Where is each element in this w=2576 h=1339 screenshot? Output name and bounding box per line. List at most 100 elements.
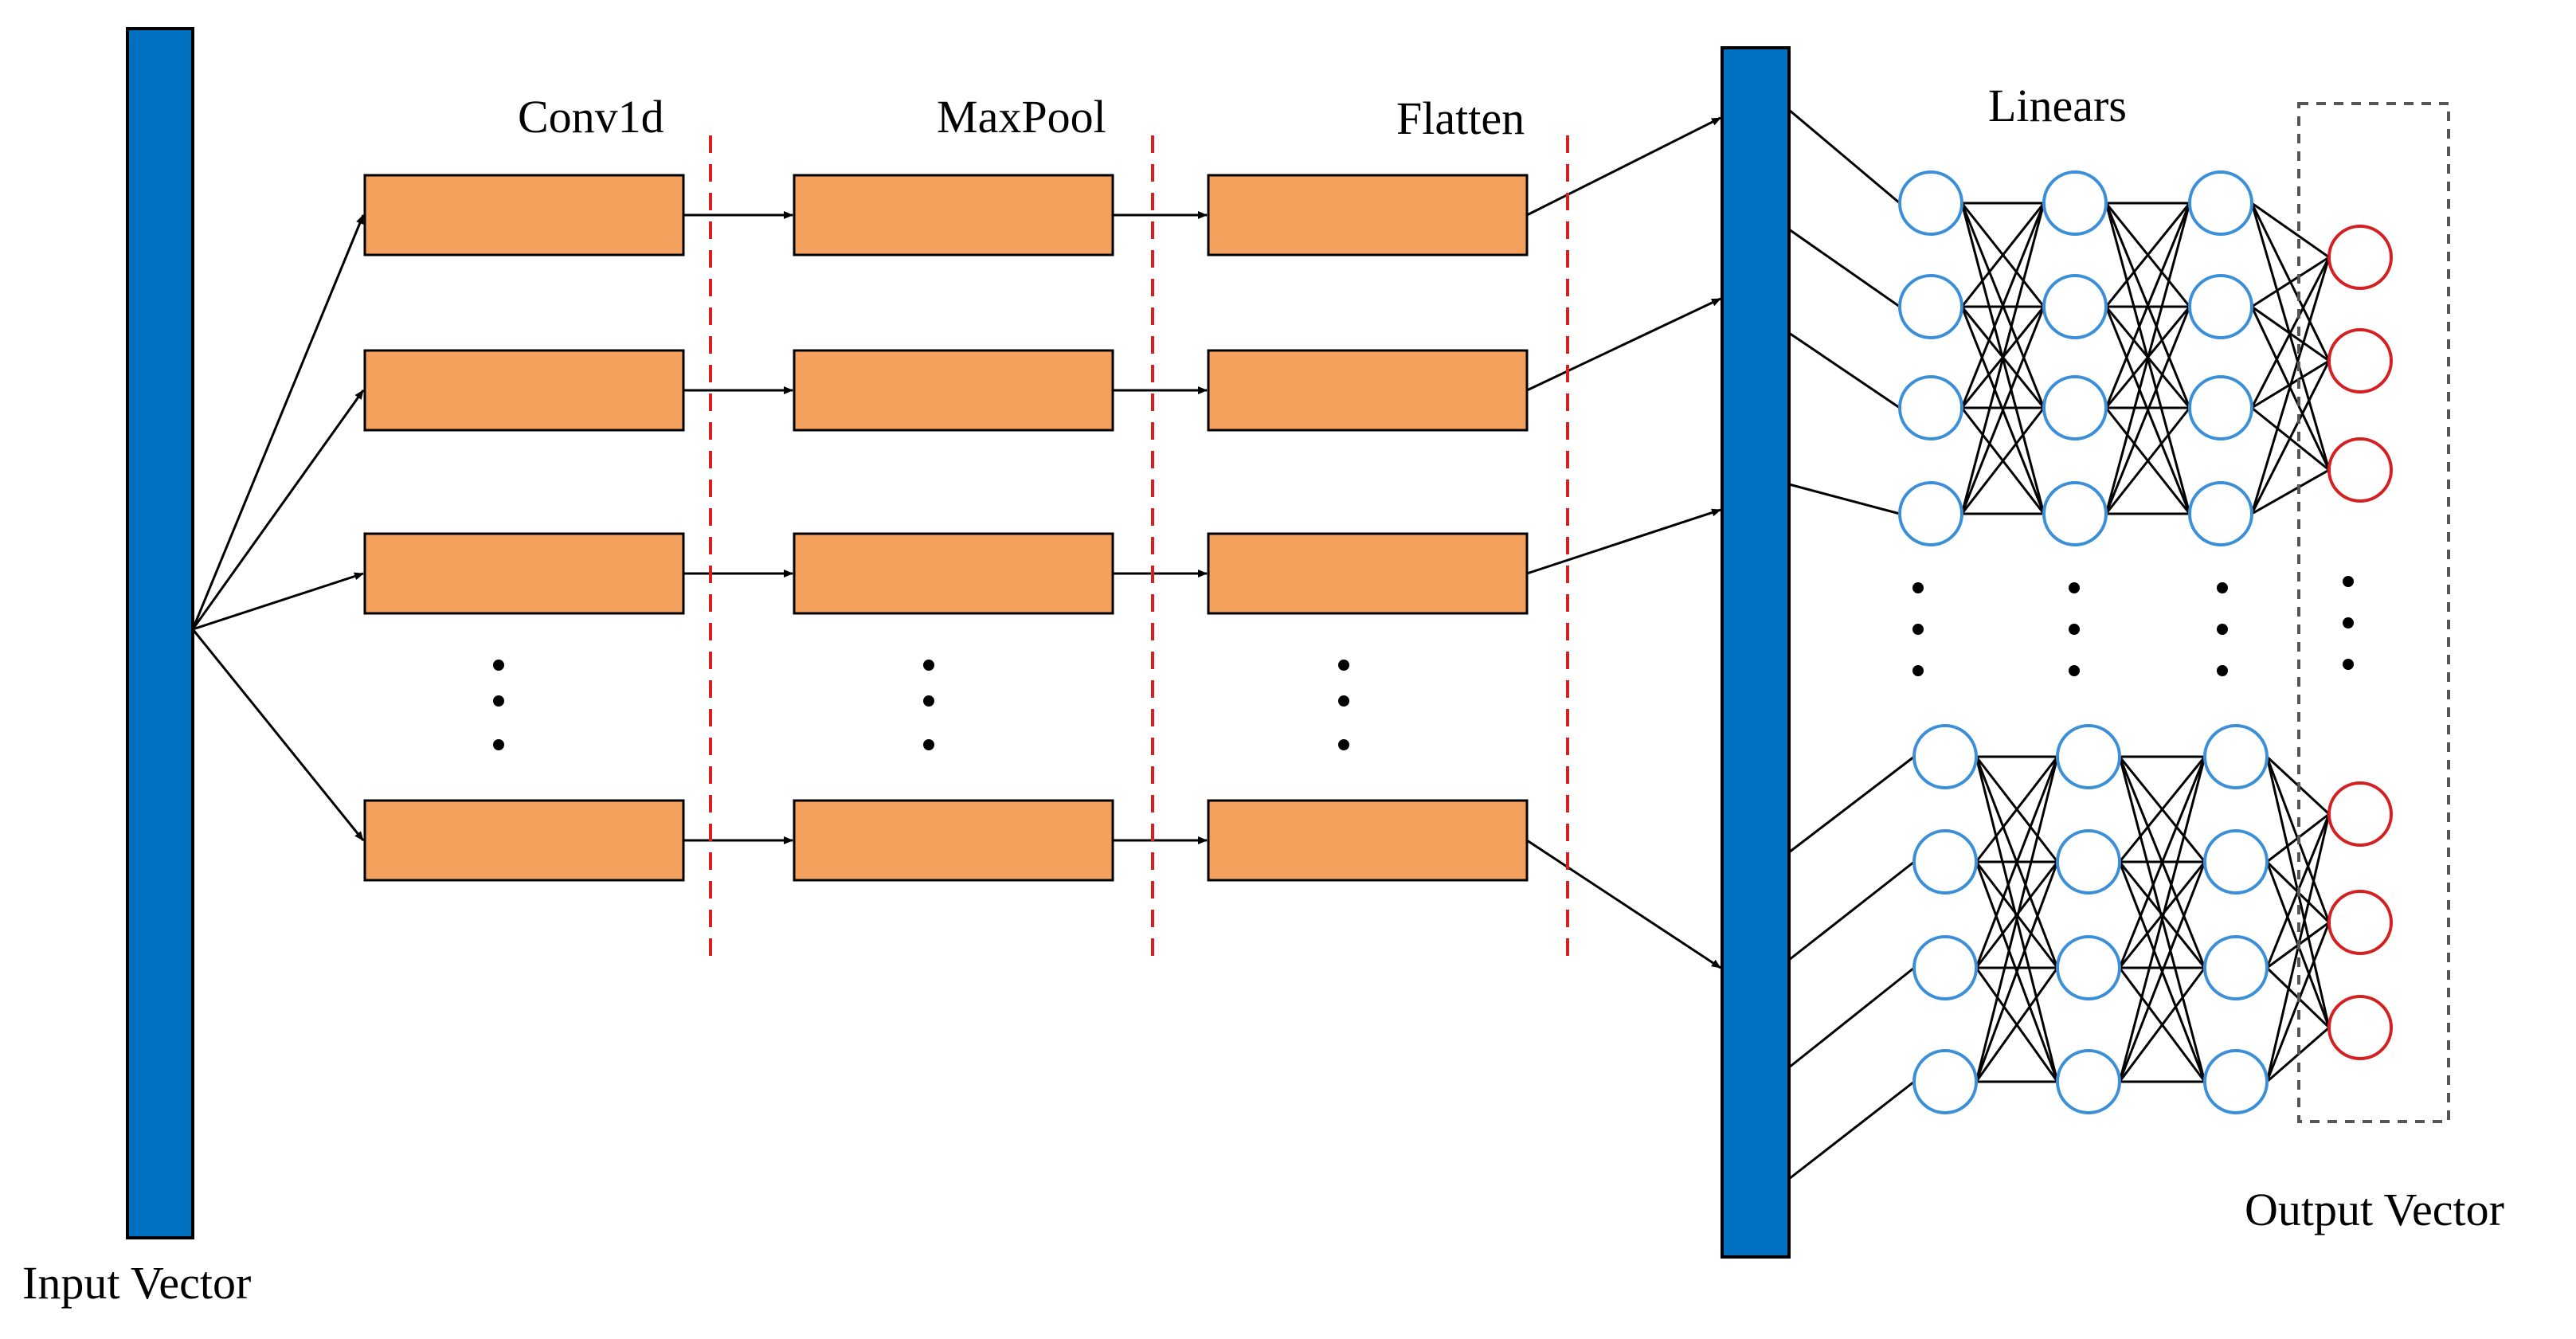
- output-edge-g0-3-0: [2250, 256, 2331, 515]
- flatten-block-row-2: [1207, 532, 1529, 615]
- branch-ellipsis-dot-2-0: [1338, 660, 1349, 671]
- hidden-neuron-g0-l2-1: [2188, 274, 2253, 339]
- output-edge-g0-0-2: [2250, 202, 2331, 471]
- hidden-edge-g1-l1-1-0: [2118, 756, 2206, 863]
- hidden-neuron-g0-l2-0: [2188, 170, 2253, 236]
- output-neuron-g0-0: [2327, 225, 2393, 290]
- hidden-neuron-g0-l1-0: [2042, 170, 2108, 236]
- flatten-to-vector-arrow-row-1: [1526, 297, 1721, 392]
- fanout-arrow-row-1: [191, 390, 365, 630]
- flatten-to-vector-arrow-row-2: [1526, 508, 1721, 575]
- hidden-edge-g1-l0-3-0: [1975, 756, 2059, 1083]
- hidden-edge-g0-l1-2-0: [2104, 202, 2191, 409]
- fanout-arrow-row-0: [191, 214, 365, 630]
- hidden-neuron-g0-l2-3: [2188, 481, 2253, 546]
- flatten-to-vector-arrow-row-0: [1526, 116, 1721, 217]
- vector-to-layer1-edge-g0-2: [1788, 331, 1901, 409]
- maxpool-label: MaxPool: [937, 91, 1106, 143]
- hidden-edge-g0-l1-1-0: [2104, 202, 2191, 307]
- vector-to-layer1-edge-g0-0: [1788, 108, 1901, 205]
- output-neuron-g1-2: [2327, 995, 2393, 1060]
- hidden-edge-g0-l0-3-1: [1960, 306, 2046, 515]
- input-vector-bar: [126, 27, 194, 1239]
- flatten-to-vector-arrow-row-3: [1526, 839, 1721, 969]
- vector-to-layer1-edge-g0-1: [1788, 228, 1901, 308]
- hidden-edge-g0-l0-3-2: [1960, 407, 2046, 515]
- hidden-neuron-g0-l0-1: [1898, 274, 1963, 339]
- hidden-neuron-g1-l0-1: [1912, 829, 1978, 895]
- hidden-edge-g0-l1-3-2: [2104, 407, 2191, 515]
- vector-to-layer1-edge-g0-3: [1788, 483, 1901, 515]
- hidden-neuron-g0-l1-1: [2042, 274, 2108, 339]
- hidden-neuron-g1-l0-2: [1912, 935, 1978, 1000]
- neuron-ellipsis-dot-3-0: [2343, 576, 2354, 587]
- hidden-neuron-g1-l2-0: [2203, 724, 2269, 789]
- neuron-ellipsis-dot-0-2: [1912, 665, 1924, 676]
- neuron-ellipsis-dot-2-0: [2217, 582, 2228, 593]
- branch-ellipsis-dot-1-1: [923, 695, 934, 707]
- flatten-block-row-3: [1207, 799, 1529, 882]
- conv1d-block-row-3: [363, 799, 685, 882]
- hidden-neuron-g0-l0-0: [1898, 170, 1963, 236]
- hidden-neuron-g1-l2-3: [2203, 1049, 2269, 1114]
- maxpool-block-row-3: [793, 799, 1114, 882]
- output-vector-box: [2297, 102, 2450, 1123]
- branch-ellipsis-dot-0-2: [493, 739, 504, 750]
- output-neuron-g0-1: [2327, 328, 2393, 393]
- output-edge-g0-1-0: [2251, 256, 2330, 308]
- branch-ellipsis-dot-0-0: [493, 660, 504, 671]
- hidden-neuron-g1-l0-3: [1912, 1049, 1978, 1114]
- hidden-edge-g1-l1-3-1: [2118, 861, 2206, 1083]
- output-edge-g0-0-0: [2251, 202, 2330, 259]
- hidden-edge-g1-l0-3-1: [1975, 861, 2059, 1083]
- hidden-edge-g1-l1-3-2: [2118, 967, 2206, 1083]
- output-edge-g0-3-1: [2250, 360, 2331, 515]
- conv1d-block-row-2: [363, 532, 685, 615]
- vector-to-layer1-edge-g1-1: [1788, 860, 1915, 961]
- output-vector-label: Output Vector: [2245, 1184, 2504, 1235]
- hidden-edge-g0-l0-2-0: [1960, 202, 2046, 409]
- neuron-ellipsis-dot-2-1: [2217, 624, 2228, 635]
- hidden-edge-g1-l0-1-0: [1975, 756, 2059, 863]
- neuron-ellipsis-dot-2-2: [2217, 665, 2228, 676]
- output-neuron-g0-2: [2327, 437, 2393, 503]
- hidden-neuron-g0-l1-2: [2042, 375, 2108, 440]
- hidden-neuron-g1-l1-0: [2056, 724, 2121, 789]
- neuron-ellipsis-dot-1-2: [2069, 665, 2080, 676]
- hidden-neuron-g0-l0-3: [1898, 481, 1963, 546]
- fanout-arrow-row-3: [191, 628, 365, 841]
- maxpool-block-row-2: [793, 532, 1114, 615]
- conv1d-block-row-1: [363, 349, 685, 432]
- hidden-edge-g1-l0-3-2: [1975, 967, 2059, 1083]
- output-neuron-g1-1: [2327, 890, 2393, 955]
- neuron-ellipsis-dot-3-2: [2343, 659, 2354, 670]
- flatten-block-row-1: [1207, 349, 1529, 432]
- hidden-edge-g0-l1-3-1: [2104, 306, 2191, 515]
- output-edge-g0-3-2: [2251, 468, 2330, 515]
- connections-layer: [191, 108, 2331, 1180]
- neuron-ellipsis-dot-3-1: [2343, 617, 2354, 628]
- hidden-edge-g1-l1-3-0: [2118, 756, 2206, 1083]
- output-neuron-g1-0: [2327, 781, 2393, 847]
- maxpool-block-row-1: [793, 349, 1114, 432]
- flatten-vector-bar: [1721, 46, 1791, 1259]
- conv1d-label: Conv1d: [518, 91, 664, 143]
- input-vector-label: Input Vector: [22, 1257, 251, 1309]
- hidden-neuron-g0-l2-2: [2188, 375, 2253, 440]
- neuron-ellipsis-dot-1-1: [2069, 624, 2080, 635]
- branch-ellipsis-dot-2-1: [1338, 695, 1349, 707]
- hidden-edge-g0-l0-3-0: [1960, 202, 2046, 515]
- branch-ellipsis-dot-0-1: [493, 695, 504, 707]
- neuron-ellipsis-dot-0-0: [1912, 582, 1924, 593]
- branch-ellipsis-dot-2-2: [1338, 739, 1349, 750]
- hidden-neuron-g1-l1-2: [2056, 935, 2121, 1000]
- conv1d-block-row-0: [363, 174, 685, 256]
- fanout-arrow-row-2: [192, 572, 364, 631]
- vector-to-layer1-edge-g1-2: [1788, 966, 1915, 1069]
- hidden-neuron-g1-l1-1: [2056, 829, 2121, 895]
- linears-label: Linears: [1988, 80, 2127, 131]
- hidden-edge-g1-l0-2-0: [1975, 756, 2059, 969]
- output-edge-g0-2-0: [2250, 256, 2331, 409]
- hidden-edge-g0-l1-3-0: [2104, 202, 2191, 515]
